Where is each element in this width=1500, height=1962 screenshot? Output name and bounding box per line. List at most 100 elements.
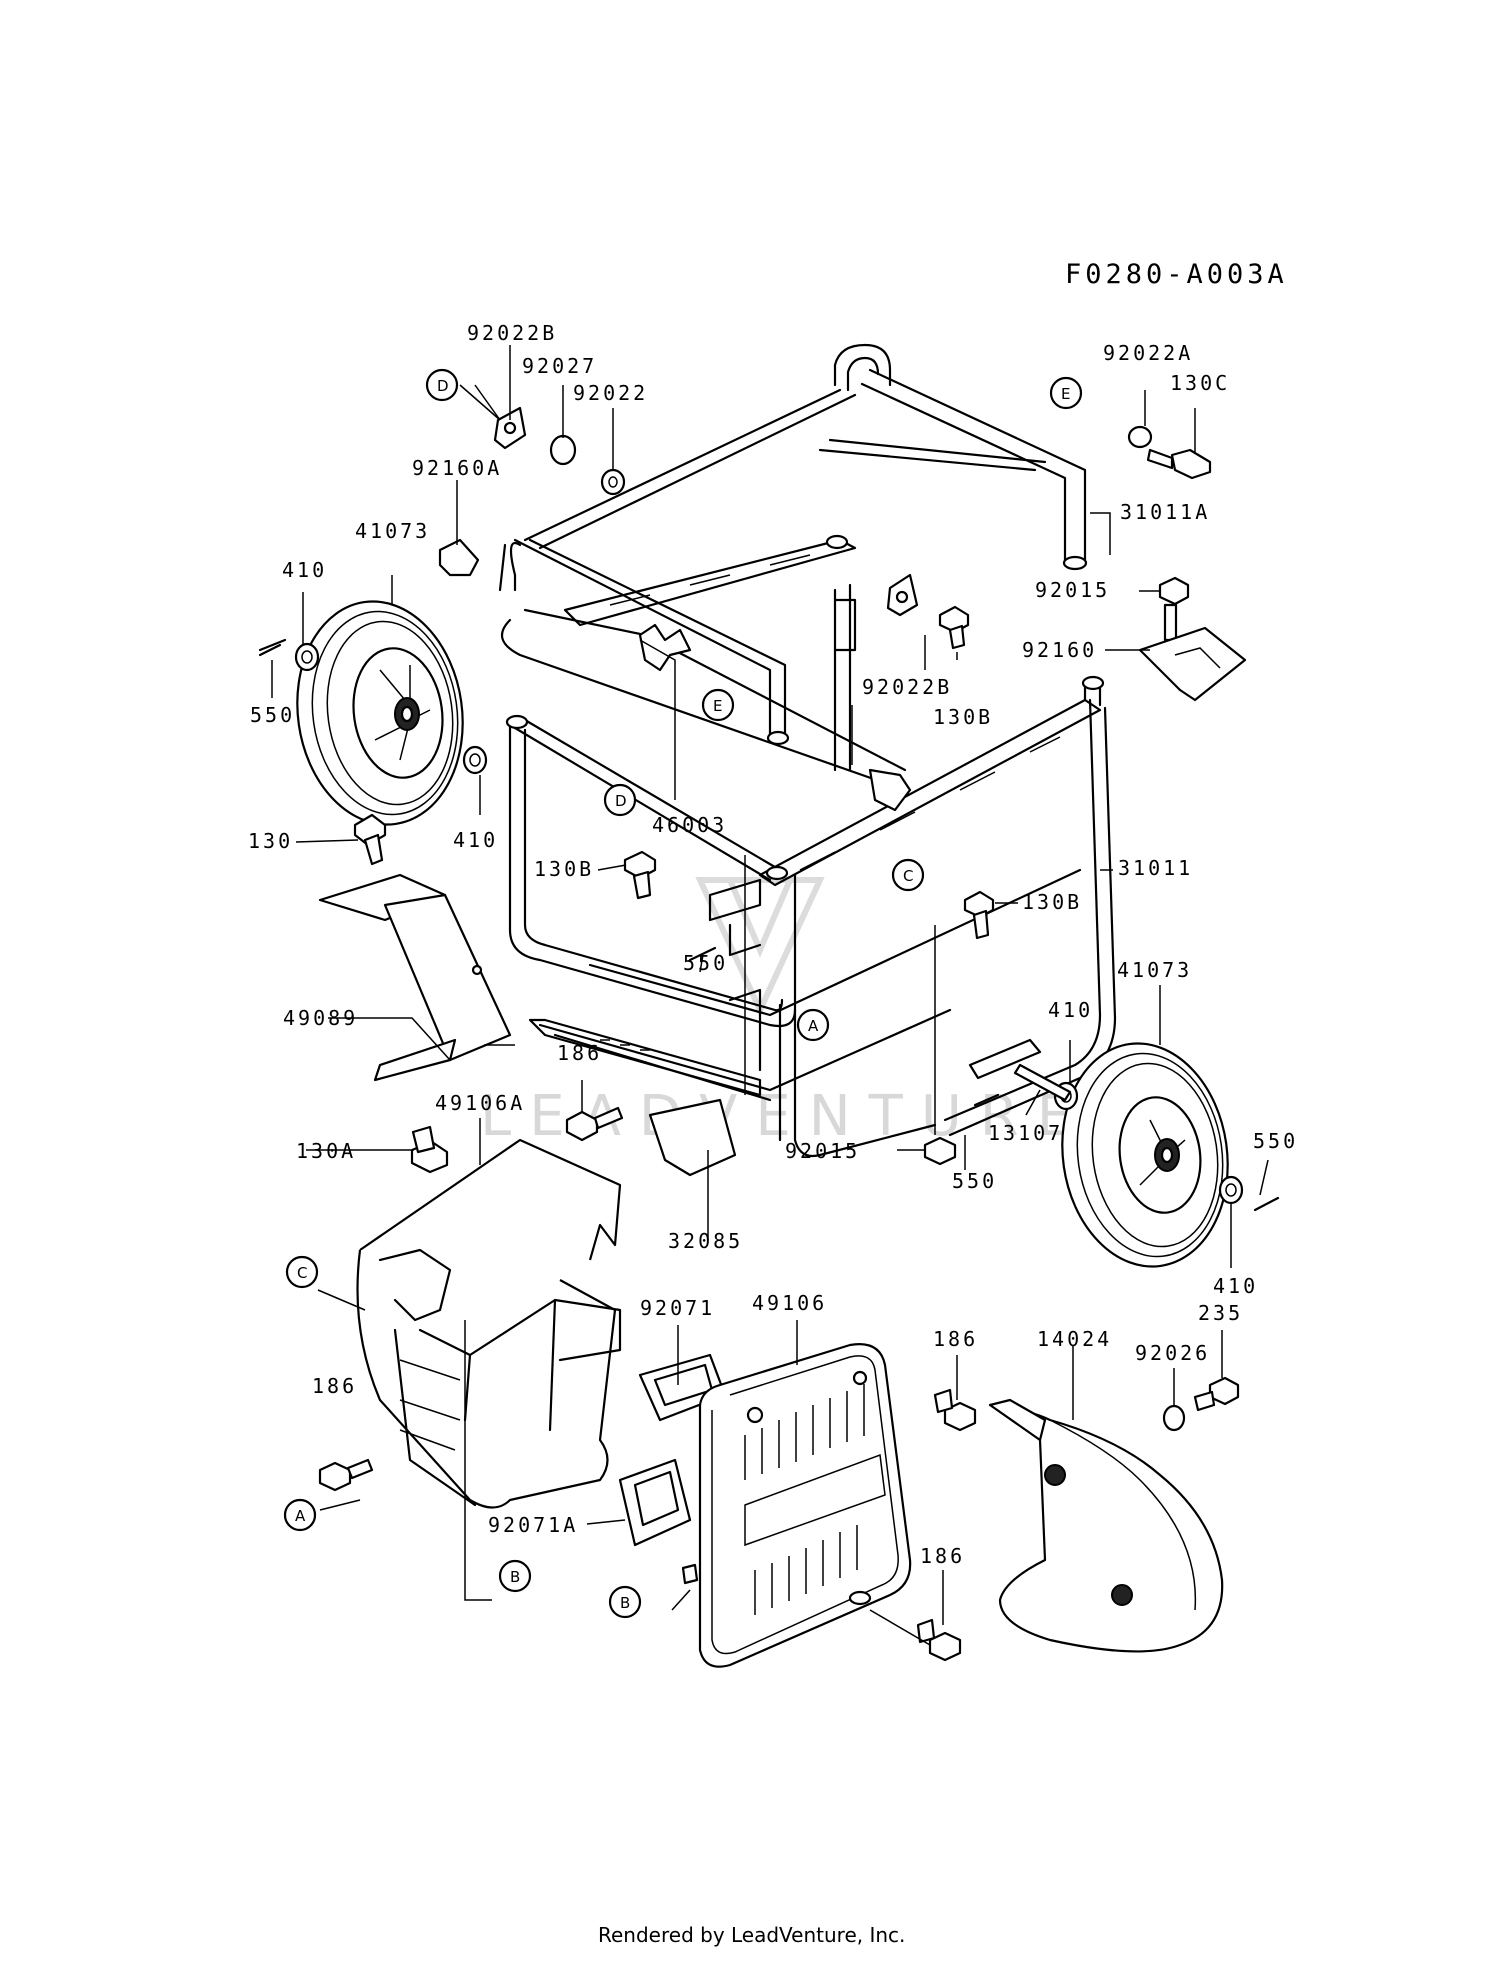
svg-text:A: A xyxy=(808,1017,819,1035)
ref-circle-b-left: B xyxy=(498,1559,532,1593)
label-410-b: 410 xyxy=(453,828,498,852)
label-550-a: 550 xyxy=(250,703,295,727)
ref-circle-d-top: D xyxy=(425,368,459,402)
label-49106A: 49106A xyxy=(435,1091,525,1115)
collar-92026 xyxy=(1162,1404,1186,1432)
muffler-cover-49106 xyxy=(681,1343,912,1668)
label-92160: 92160 xyxy=(1022,638,1097,662)
bolt-186-b xyxy=(318,1458,374,1492)
damper-92160A xyxy=(438,538,480,577)
label-410-a: 410 xyxy=(282,558,327,582)
housing-49106A xyxy=(356,1138,622,1509)
label-92071: 92071 xyxy=(640,1296,715,1320)
label-14024: 14024 xyxy=(1037,1327,1112,1351)
label-550-d: 550 xyxy=(1253,1129,1298,1153)
label-92026: 92026 xyxy=(1135,1341,1210,1365)
svg-text:C: C xyxy=(903,867,913,885)
label-92015-b: 92015 xyxy=(785,1139,860,1163)
label-92022: 92022 xyxy=(573,381,648,405)
nut-92015-a xyxy=(1158,576,1190,606)
label-186-b: 186 xyxy=(933,1327,978,1351)
bracket-32085 xyxy=(648,1098,737,1177)
nut-92015-b xyxy=(923,1136,957,1166)
svg-text:C: C xyxy=(297,1264,307,1282)
svg-text:D: D xyxy=(615,792,627,810)
ref-circle-c-mid: C xyxy=(891,858,925,892)
label-410-d: 410 xyxy=(1213,1274,1258,1298)
wheel-left-41073 xyxy=(296,600,464,826)
handle-46003 xyxy=(500,608,912,812)
grommet-92071A xyxy=(618,1458,692,1547)
ref-circle-e-mid: E xyxy=(701,688,735,722)
ref-circle-a-mid: A xyxy=(796,1008,830,1042)
pin-550-b xyxy=(688,946,717,962)
label-31011: 31011 xyxy=(1118,856,1193,880)
label-49089: 49089 xyxy=(283,1006,358,1030)
label-92022A: 92022A xyxy=(1103,341,1193,365)
svg-text:B: B xyxy=(510,1568,520,1586)
label-186-c: 186 xyxy=(920,1544,965,1568)
collar-92027 xyxy=(549,434,577,466)
washer-92022A xyxy=(1127,425,1153,449)
bolt-235 xyxy=(1193,1376,1240,1412)
bolt-130B-b xyxy=(938,605,970,650)
label-92022B-mid: 92022B xyxy=(862,675,952,699)
label-92022B-top: 92022B xyxy=(467,321,557,345)
frame-31011 xyxy=(498,343,1117,1158)
washer-410-b xyxy=(462,745,488,775)
label-13107: 13107 xyxy=(988,1121,1063,1145)
ref-circle-c-left: C xyxy=(285,1255,319,1289)
label-130C: 130C xyxy=(1170,371,1230,395)
label-32085: 32085 xyxy=(668,1229,743,1253)
pin-550-d xyxy=(1253,1196,1280,1212)
label-130A: 130A xyxy=(296,1139,356,1163)
label-550-c: 550 xyxy=(952,1169,997,1193)
label-130B-b: 130B xyxy=(933,705,993,729)
bolt-130C xyxy=(1146,448,1212,480)
washer-410-d xyxy=(1218,1175,1244,1205)
pin-550-c xyxy=(973,1093,1000,1107)
label-92160A: 92160A xyxy=(412,456,502,480)
label-46003: 46003 xyxy=(652,813,727,837)
ref-circle-d-mid: D xyxy=(603,783,637,817)
label-235: 235 xyxy=(1198,1301,1243,1325)
ref-circle-b-mid: B xyxy=(608,1585,642,1619)
label-130B-a: 130B xyxy=(534,857,594,881)
label-92027: 92027 xyxy=(522,354,597,378)
bolt-130B-c xyxy=(963,890,995,940)
figure-code: F0280-A003A xyxy=(1065,259,1288,290)
shield-14024 xyxy=(988,1398,1224,1653)
bolt-186-c xyxy=(933,1388,977,1432)
bolt-130 xyxy=(353,813,387,866)
shaft-13107 xyxy=(968,1038,1072,1102)
svg-text:E: E xyxy=(713,697,722,715)
svg-text:B: B xyxy=(620,1594,630,1612)
svg-text:A: A xyxy=(295,1507,306,1525)
label-41073-left: 41073 xyxy=(355,519,430,543)
footer-credit: Rendered by LeadVenture, Inc. xyxy=(598,1923,905,1947)
ref-circle-a-left: A xyxy=(283,1498,317,1532)
cover-49089 xyxy=(318,873,512,1082)
label-31011A: 31011A xyxy=(1120,500,1210,524)
washer-410-a xyxy=(294,642,320,672)
label-186-d: 186 xyxy=(312,1374,357,1398)
label-550-b: 550 xyxy=(683,951,728,975)
label-186-a: 186 xyxy=(557,1041,602,1065)
label-92071A: 92071A xyxy=(488,1513,578,1537)
bolt-130A xyxy=(410,1125,449,1174)
pin-550-a xyxy=(258,638,287,657)
label-49106: 49106 xyxy=(752,1291,827,1315)
svg-text:D: D xyxy=(437,377,449,395)
svg-text:E: E xyxy=(1061,385,1070,403)
label-410-c: 410 xyxy=(1048,998,1093,1022)
leader-lines xyxy=(271,345,1269,1646)
label-130B-c: 130B xyxy=(1022,890,1082,914)
wheel-right-41073 xyxy=(1061,1042,1229,1268)
label-130: 130 xyxy=(248,829,293,853)
bolt-186-d xyxy=(916,1618,962,1662)
label-41073-right: 41073 xyxy=(1117,958,1192,982)
washer-92022 xyxy=(600,468,626,496)
bolt-130B-a xyxy=(623,850,657,900)
ref-circle-e-top: E xyxy=(1049,376,1083,410)
